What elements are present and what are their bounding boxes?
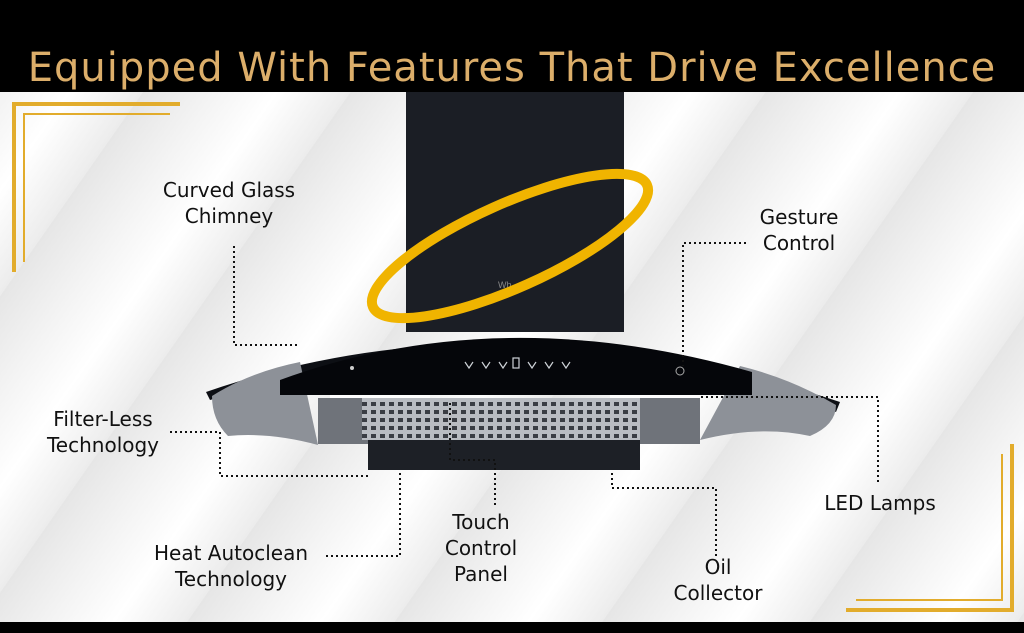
filter-mesh xyxy=(362,398,640,440)
led-lamp-left xyxy=(330,395,430,398)
label-line: Filter-Less xyxy=(53,407,153,431)
label-oil-collector: Oil Collector xyxy=(674,554,763,606)
bottom-band xyxy=(0,622,1024,633)
oil-collector-tray xyxy=(368,440,640,470)
label-curved-glass: Curved Glass Chimney xyxy=(163,177,295,229)
label-line: Chimney xyxy=(184,204,274,228)
leader-gesture xyxy=(682,242,746,366)
label-line: Control xyxy=(444,536,518,560)
touch-control-buttons xyxy=(464,357,571,370)
label-line: Oil xyxy=(704,555,732,579)
label-line: Gesture xyxy=(759,205,839,229)
title-band xyxy=(0,0,1024,92)
label-line: Technology xyxy=(46,433,160,457)
page-title: Equipped With Features That Drive Excell… xyxy=(27,44,997,91)
label-line: Heat Autoclean xyxy=(153,541,309,565)
leader-touch-control xyxy=(449,400,496,505)
label-heat-autoclean: Heat Autoclean Technology xyxy=(154,540,308,592)
label-line: Touch xyxy=(452,510,510,534)
label-line: Technology xyxy=(174,567,288,591)
gold-ring xyxy=(366,168,654,324)
leader-heat-autoclean xyxy=(326,470,401,557)
label-filter-less: Filter-Less Technology xyxy=(47,406,159,458)
gesture-sensor xyxy=(675,366,685,376)
label-line: Panel xyxy=(454,562,508,586)
label-line: Control xyxy=(762,231,836,255)
label-led-lamps: LED Lamps xyxy=(824,490,936,516)
leader-curved-glass xyxy=(233,246,300,346)
led-lamp-right xyxy=(610,395,700,398)
corner-bracket-top-left xyxy=(12,102,180,272)
label-line: LED Lamps xyxy=(824,491,936,515)
corner-bracket-bottom-right xyxy=(846,444,1014,612)
leader-oil-collector xyxy=(611,470,717,556)
label-gesture-control: Gesture Control xyxy=(760,204,839,256)
brand-mark: Wh xyxy=(498,280,512,290)
leader-led-lamps xyxy=(700,396,879,482)
label-touch-control: Touch Control Panel xyxy=(445,509,517,587)
front-panel xyxy=(280,337,752,395)
chimney xyxy=(406,92,624,332)
label-line: Collector xyxy=(673,581,763,605)
leader-filter-less xyxy=(170,431,370,477)
label-line: Curved Glass xyxy=(162,178,296,202)
